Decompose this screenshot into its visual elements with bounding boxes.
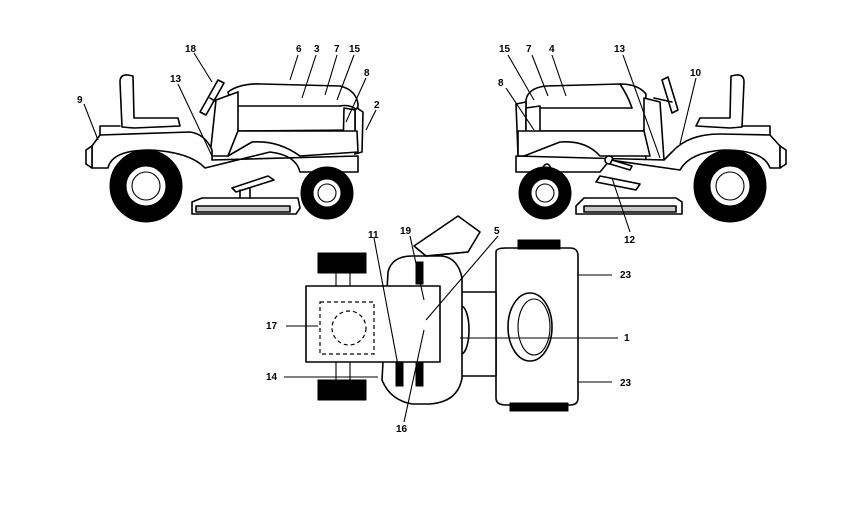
top-view-leaders: [284, 235, 618, 423]
callout-23-top-upper: 23: [620, 270, 632, 281]
callout-7-right: 7: [526, 44, 532, 55]
callout-9-left: 9: [77, 95, 83, 106]
callout-8-right: 8: [498, 78, 504, 89]
top-view: [305, 215, 579, 412]
callout-16-top: 16: [396, 424, 408, 435]
left-view-leaders: [83, 52, 377, 157]
callout-18-left: 18: [185, 44, 197, 55]
callout-3-left: 3: [314, 44, 320, 55]
left-side-view: [85, 74, 364, 223]
callout-12-right: 12: [624, 235, 636, 246]
callout-1-top: 1: [624, 333, 630, 344]
callout-10-right: 10: [690, 68, 702, 79]
top-view-labels: 11 19 5 23 17 1 14 23 16: [266, 226, 632, 435]
callout-13-right: 13: [614, 44, 626, 55]
callout-17-top: 17: [266, 321, 278, 332]
callout-19-top: 19: [400, 226, 412, 237]
callout-7-left: 7: [334, 44, 340, 55]
callout-6-left: 6: [296, 44, 302, 55]
callout-11-top: 11: [368, 230, 379, 241]
right-view-labels: 15 7 4 13 10 8 12: [498, 44, 702, 246]
callout-5-top: 5: [494, 226, 500, 237]
callout-13-left: 13: [170, 74, 182, 85]
callout-2-left: 2: [374, 100, 380, 111]
right-side-view: [515, 74, 787, 223]
callout-23-top-lower: 23: [620, 378, 632, 389]
callout-15-right: 15: [499, 44, 511, 55]
right-view-leaders: [505, 54, 697, 233]
left-view-labels: 18 6 3 7 15 8 2 9 13: [77, 44, 380, 111]
callout-4-right: 4: [549, 44, 555, 55]
callout-15-left: 15: [349, 44, 361, 55]
callout-14-top: 14: [266, 372, 278, 383]
callout-8-left: 8: [364, 68, 370, 79]
